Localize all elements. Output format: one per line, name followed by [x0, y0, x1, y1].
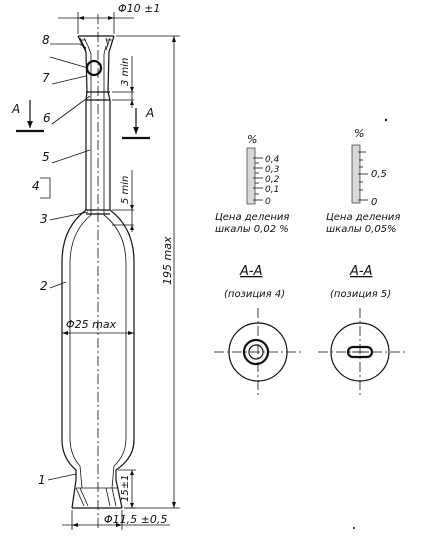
section-right-view	[318, 308, 406, 396]
gap-upper-label: 3 min	[120, 58, 131, 86]
part-label-2: 2	[40, 279, 48, 293]
part-label-8: 8	[42, 33, 50, 47]
part-label-3: 3	[40, 212, 48, 226]
tube-outline	[61, 35, 135, 509]
section-left-title: A-A	[239, 264, 262, 279]
top-diameter-dim	[58, 12, 134, 34]
scale-left-mark-03: 0,3	[265, 165, 280, 175]
part-label-1: 1	[38, 473, 46, 487]
scale-left-mark-04: 0,4	[265, 155, 280, 165]
section-left-subtitle: (позиция 4)	[224, 289, 285, 300]
speck	[353, 527, 355, 529]
section-cut-right	[122, 108, 150, 140]
bottom-height-label: 15±1	[120, 475, 131, 502]
part-label-4: 4	[32, 179, 40, 193]
section-right-title: A-A	[349, 264, 372, 279]
section-letter-right: A	[145, 106, 154, 120]
part-label-6: 6	[43, 111, 51, 125]
scale-left-caption-2: шкалы 0,02 %	[215, 224, 289, 235]
scale-left-mark-01: 0,1	[265, 185, 279, 195]
bottom-height-dim	[118, 469, 136, 509]
speck	[384, 118, 388, 122]
scale-right-mark-0: 0	[371, 197, 377, 208]
scale-right-caption-1: Цена деления	[326, 212, 400, 223]
scale-left-mark-0: 0	[265, 197, 271, 207]
body-diameter-dim	[62, 331, 134, 335]
part-label-5: 5	[42, 150, 50, 164]
bottom-diameter-dim	[62, 510, 170, 530]
gap-upper-dim	[112, 56, 134, 108]
gap-lower-dim	[112, 170, 134, 232]
scale-right-caption-2: шкалы 0,05%	[326, 224, 397, 235]
part-label-7: 7	[42, 71, 50, 85]
part-leaders	[40, 43, 91, 481]
section-letter-left: A	[11, 102, 20, 116]
scale-right-unit: %	[354, 127, 364, 140]
scale-right	[351, 144, 368, 204]
section-cut-left	[16, 100, 44, 133]
total-length-label: 195 max	[161, 236, 174, 285]
vent-hole	[85, 59, 103, 77]
section-left-view	[214, 308, 302, 396]
top-diameter-label: Φ10 ±1	[118, 2, 160, 15]
gap-lower-label: 5 min	[120, 176, 131, 204]
body-diameter-label: Φ25 max	[66, 318, 117, 331]
scale-left	[246, 147, 263, 205]
scale-left-caption-1: Цена деления	[215, 212, 289, 223]
scale-right-mark-05: 0,5	[371, 169, 387, 180]
scale-left-mark-02: 0,2	[265, 175, 280, 185]
scale-left-unit: %	[247, 133, 257, 146]
section-right-subtitle: (позиция 5)	[330, 289, 391, 300]
bottom-diameter-label: Φ11,5 ±0,5	[104, 513, 167, 526]
